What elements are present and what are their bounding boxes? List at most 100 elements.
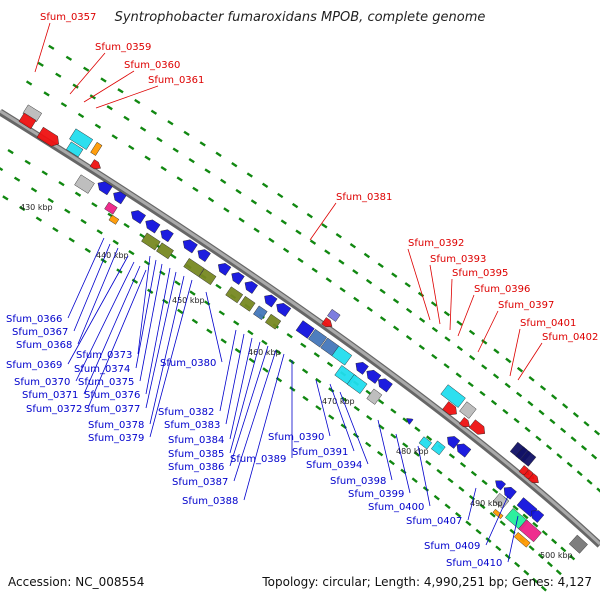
tick-mark (321, 223, 328, 229)
tick-mark (204, 168, 211, 174)
tick-mark (215, 283, 222, 290)
tick-mark (352, 269, 359, 275)
tick-mark (379, 288, 386, 295)
tick-mark (192, 186, 199, 193)
tick-mark (591, 453, 598, 460)
tick-mark (365, 278, 373, 285)
tick-mark (418, 317, 426, 323)
tick-mark (570, 436, 577, 442)
tick-mark (253, 227, 260, 233)
gene-feature (431, 440, 446, 456)
tick-mark (306, 213, 313, 219)
tick-mark (275, 349, 282, 355)
gene-feature (321, 317, 333, 328)
tick-mark (248, 357, 255, 364)
tick-mark (593, 429, 600, 436)
gene-feature (406, 418, 414, 425)
tick-mark (586, 479, 593, 485)
tick-mark (522, 513, 529, 520)
gene-feature (327, 308, 341, 322)
tick-mark (96, 229, 103, 235)
tick-mark (495, 545, 502, 552)
gene-feature (459, 401, 477, 419)
tick-mark (335, 232, 342, 239)
tick-mark (233, 320, 240, 326)
tick-mark (7, 148, 14, 155)
tick-mark (106, 105, 113, 111)
tick-mark (326, 361, 334, 368)
tick-mark (425, 460, 432, 466)
tick-mark (447, 477, 454, 484)
gene-label-top: Sfum_0359 (95, 42, 151, 53)
tick-mark (74, 191, 82, 197)
tick-mark (363, 252, 371, 259)
gene-feature (160, 229, 174, 243)
tick-mark (481, 479, 488, 486)
leader-line (339, 391, 369, 465)
leader-line (149, 279, 193, 438)
tick-mark (156, 136, 163, 143)
tick-mark (512, 505, 519, 511)
tick-mark (516, 366, 524, 373)
tick-mark (417, 291, 425, 298)
tick-mark (443, 310, 451, 317)
tick-mark (144, 155, 151, 161)
tick-mark (502, 408, 509, 415)
gene-feature (239, 296, 256, 312)
tick-mark (231, 162, 238, 168)
tick-mark (188, 157, 195, 164)
gene-label-bottom: Sfum_0410 (446, 558, 502, 569)
leader-line (377, 419, 393, 481)
tick-mark (234, 348, 242, 354)
tick-mark (77, 112, 85, 119)
tick-mark (538, 409, 545, 416)
leader-line (145, 271, 177, 409)
gene-label-top: Sfum_0393 (430, 254, 486, 265)
gene-feature (156, 242, 174, 260)
leader-line (457, 294, 475, 337)
tick-mark (353, 405, 360, 412)
gene-feature (528, 473, 539, 484)
gene-feature (198, 268, 217, 286)
tick-mark (112, 239, 119, 245)
tick-mark (24, 159, 31, 165)
tick-mark (392, 325, 400, 332)
tick-mark (504, 553, 511, 560)
tick-mark (280, 219, 287, 225)
tick-mark (492, 373, 500, 379)
gene-label-top: Sfum_0357 (40, 12, 96, 23)
tick-mark (64, 208, 71, 214)
gene-feature (442, 401, 457, 416)
gene-label-top: Sfum_0401 (520, 318, 576, 329)
leader-line (229, 337, 253, 440)
genome-backbone-highlight (0, 109, 600, 546)
scale-label: 460 kbp (248, 348, 281, 357)
leader-line (429, 264, 441, 325)
gene-feature (513, 532, 531, 548)
tick-mark (551, 394, 558, 400)
tick-mark (535, 435, 542, 442)
tick-mark (443, 363, 450, 369)
leader-line (145, 267, 171, 395)
tick-mark (392, 298, 400, 304)
tick-mark (378, 424, 385, 430)
leader-line (407, 248, 431, 321)
tick-mark (546, 561, 553, 568)
tick-mark (455, 372, 462, 378)
tick-mark (576, 470, 583, 477)
tick-mark (262, 367, 269, 373)
tick-mark (94, 123, 102, 129)
tick-mark (596, 487, 600, 494)
tick-mark (313, 352, 320, 358)
tick-mark (315, 405, 322, 411)
tick-mark (490, 399, 498, 406)
tick-mark (220, 178, 227, 184)
leader-line (329, 383, 355, 452)
tick-mark (459, 461, 467, 468)
gene-feature (141, 232, 161, 251)
tick-mark (433, 494, 440, 501)
tick-mark (261, 182, 269, 188)
leader-line (77, 247, 119, 345)
topology-text: Topology: circular; Length: 4,990,251 bp… (262, 575, 592, 589)
tick-mark (366, 415, 373, 421)
